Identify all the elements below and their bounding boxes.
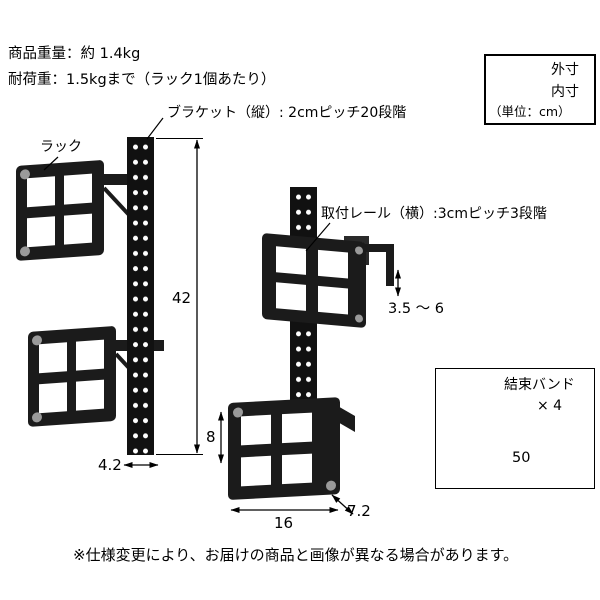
legend-outer-label: 外寸 [551, 62, 579, 78]
dim-bracket-width: 4.2 [98, 456, 122, 474]
load-capacity-text: 耐荷重：1.5kgまで（ラック1個あたり） [8, 72, 276, 88]
dim-hook-range: 3.5 〜 6 [388, 301, 445, 317]
right-rack-top-illustration [262, 233, 394, 328]
rail-pitch-callout: 取付レール（横）:3cmピッチ3段階 [321, 206, 547, 222]
legend-inner-label: 内寸 [551, 84, 579, 100]
product-weight-text: 商品重量：約 1.4kg [8, 46, 141, 62]
tie-name-label: 結束バンド [504, 377, 575, 393]
dim-rack-width: 16 [274, 514, 294, 532]
dim-bracket-height: 42 [172, 289, 192, 307]
right-rack-bottom-illustration [228, 397, 355, 500]
tie-quantity-label: × 4 [537, 398, 563, 414]
dim-rack-depth: 7.2 [347, 502, 371, 520]
footnote-text: ※仕様変更により、お届けの商品と画像が異なる場合があります。 [73, 546, 519, 564]
bracket-pitch-callout: ブラケット（縦）: 2cmピッチ20段階 [167, 105, 407, 121]
cable-tie-box [435, 368, 595, 489]
left-bracket-illustration [127, 137, 154, 455]
dim-rack-height: 8 [206, 428, 216, 446]
legend-unit-label: （単位：cm） [489, 104, 571, 119]
legend-box [484, 54, 596, 125]
leader-lines [43, 117, 331, 252]
rack-callout: ラック [40, 139, 82, 155]
dim-tie-length: 50 [512, 450, 531, 466]
left-rack-top-illustration [16, 160, 152, 261]
